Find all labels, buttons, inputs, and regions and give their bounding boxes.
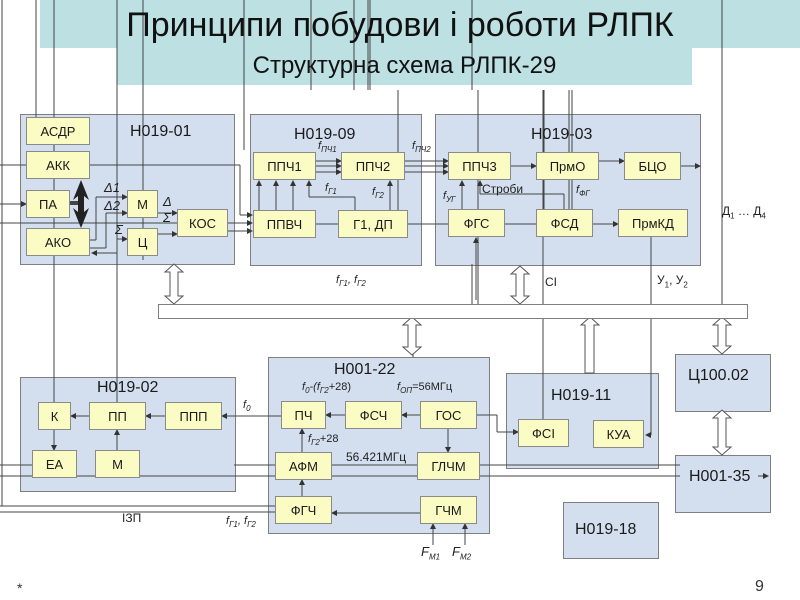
signal-fg1-fg2: fГ1, fГ2 xyxy=(336,274,366,289)
signal-d1-d4: Д1 … Д4 xyxy=(722,204,766,221)
block-pa: ПА xyxy=(26,190,70,218)
signal-f-pch2: fПЧ2 xyxy=(412,140,431,155)
module-n019-09 xyxy=(250,114,422,266)
block-akk: АКК xyxy=(26,151,90,179)
block-ako: АКО xyxy=(26,228,90,256)
module-label: Ц100.02 xyxy=(688,367,749,384)
signal-strobes: Строби xyxy=(482,182,524,196)
block-pch: ПЧ xyxy=(281,401,326,429)
signal-sigma: Σ xyxy=(115,222,123,237)
signal-f0: f0 xyxy=(243,399,251,414)
signal-freq-56421: 56.421МГц xyxy=(346,450,407,464)
signal-fg2-plus28: fГ2+28 xyxy=(308,433,339,448)
module-label: Н019-02 xyxy=(97,379,159,396)
footer-star: * xyxy=(17,580,23,596)
block-asdr: АСДР xyxy=(26,117,90,145)
block-fsch: ФСЧ xyxy=(345,401,402,429)
module-n019-03 xyxy=(435,114,701,266)
bus-arrow xyxy=(509,265,531,305)
module-n001-35 xyxy=(675,455,771,513)
bus-arrow xyxy=(711,409,733,456)
block-prmo: ПрмО xyxy=(536,152,599,180)
block-btso: БЦО xyxy=(624,152,681,180)
block-gos: ГОС xyxy=(420,401,477,429)
block-pp: ПП xyxy=(89,402,146,430)
signal-fg1-fg2-bottom: fГ1, fГ2 xyxy=(226,515,256,530)
block-ts: Ц xyxy=(127,228,158,256)
signal-f-op: fОП=56МГц xyxy=(397,381,453,396)
module-label: Н019-11 xyxy=(551,387,612,404)
block-m2: М xyxy=(95,450,140,478)
bus-arrow xyxy=(163,263,185,305)
signal-d2: Δ2 xyxy=(104,198,120,213)
block-k: К xyxy=(38,402,71,430)
bus-arrow xyxy=(401,316,423,356)
block-ea: ЕА xyxy=(32,450,77,478)
signal-izp: ІЗП xyxy=(122,511,142,525)
block-fsi: ФСІ xyxy=(518,419,569,447)
bus-arrow xyxy=(711,316,733,355)
signal-f-fg: fФГ xyxy=(576,184,590,199)
module-label: Н001-22 xyxy=(334,361,396,378)
signal-f-g1: fГ1 xyxy=(325,182,337,197)
block-ppch3: ППЧ3 xyxy=(448,152,511,180)
bus-arrow xyxy=(579,316,601,374)
signal-fm2: FМ2 xyxy=(452,544,472,562)
akk-ako-arrow xyxy=(73,180,89,228)
block-afm: АФМ xyxy=(275,452,332,480)
page-title: Принципи побудови і роботи РЛПК xyxy=(126,6,674,44)
signal-d1: Δ1 xyxy=(104,180,120,195)
block-fsd: ФСД xyxy=(536,209,593,237)
block-ppch1: ППЧ1 xyxy=(253,152,316,180)
signal-ci: СІ xyxy=(545,275,557,289)
block-kos: КОС xyxy=(177,209,228,237)
block-fgch: ФГЧ xyxy=(275,496,332,524)
signal-u1-u2: У1, У2 xyxy=(657,273,688,290)
title-band xyxy=(117,0,800,48)
signal-f0-expr: f0-(fГ2+28) xyxy=(302,381,352,396)
block-glchm: ГЛЧМ xyxy=(417,452,480,480)
signal-fm1: FМ1 xyxy=(421,544,441,562)
module-n019-18 xyxy=(563,502,659,559)
block-ppp: ППП xyxy=(165,402,222,430)
block-fgs: ФГС xyxy=(448,209,505,237)
module-label: Н001-35 xyxy=(689,468,751,485)
block-kua: КУА xyxy=(593,420,644,448)
subtitle-band xyxy=(117,48,692,85)
page-number: 9 xyxy=(755,578,764,595)
block-prmkd: ПрмКД xyxy=(618,209,688,237)
module-label: Н019-09 xyxy=(294,126,356,143)
block-g1dp: Г1, ДП xyxy=(338,210,408,238)
block-ppvch: ППВЧ xyxy=(253,210,316,238)
block-gchm: ГЧМ xyxy=(420,496,477,524)
signal-f-g2: fГ2 xyxy=(372,186,384,201)
page-subtitle: Структурна схема РЛПК-29 xyxy=(252,52,557,79)
signal-f-pch1: fПЧ1 xyxy=(318,140,337,155)
module-label: Н019-01 xyxy=(130,123,192,140)
signal-delta: Δ xyxy=(163,194,172,209)
signal-f-ug: fУГ xyxy=(443,190,456,205)
module-label: Н019-18 xyxy=(575,521,637,538)
system-bus xyxy=(158,304,748,319)
block-ppch2: ППЧ2 xyxy=(341,152,405,180)
signal-sigma: Σ xyxy=(163,210,171,225)
module-label: Н019-03 xyxy=(531,126,593,143)
block-m: М xyxy=(127,190,158,218)
